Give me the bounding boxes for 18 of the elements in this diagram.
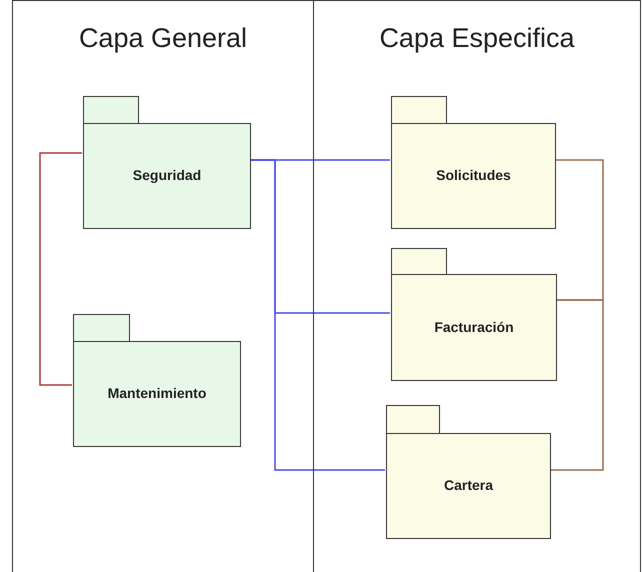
lane-title: Capa General — [78, 23, 248, 54]
connector-line — [250, 159, 385, 471]
package-name: Cartera — [442, 477, 494, 493]
connector-line — [555, 159, 604, 301]
package-box — [83, 96, 251, 229]
package-name: Solicitudes — [435, 167, 512, 183]
package-box — [386, 405, 551, 539]
package-box — [391, 96, 556, 229]
package-box — [391, 248, 557, 381]
connector-line — [550, 299, 604, 471]
package-name: Mantenimiento — [106, 385, 208, 401]
package-name: Seguridad — [132, 167, 202, 183]
package-box — [73, 314, 241, 447]
connector-line — [39, 152, 82, 386]
package-name: Facturación — [433, 318, 515, 334]
layer-lane — [12, 0, 313, 572]
layer-lane — [313, 0, 641, 572]
lane-title: Capa Especifica — [378, 23, 576, 54]
